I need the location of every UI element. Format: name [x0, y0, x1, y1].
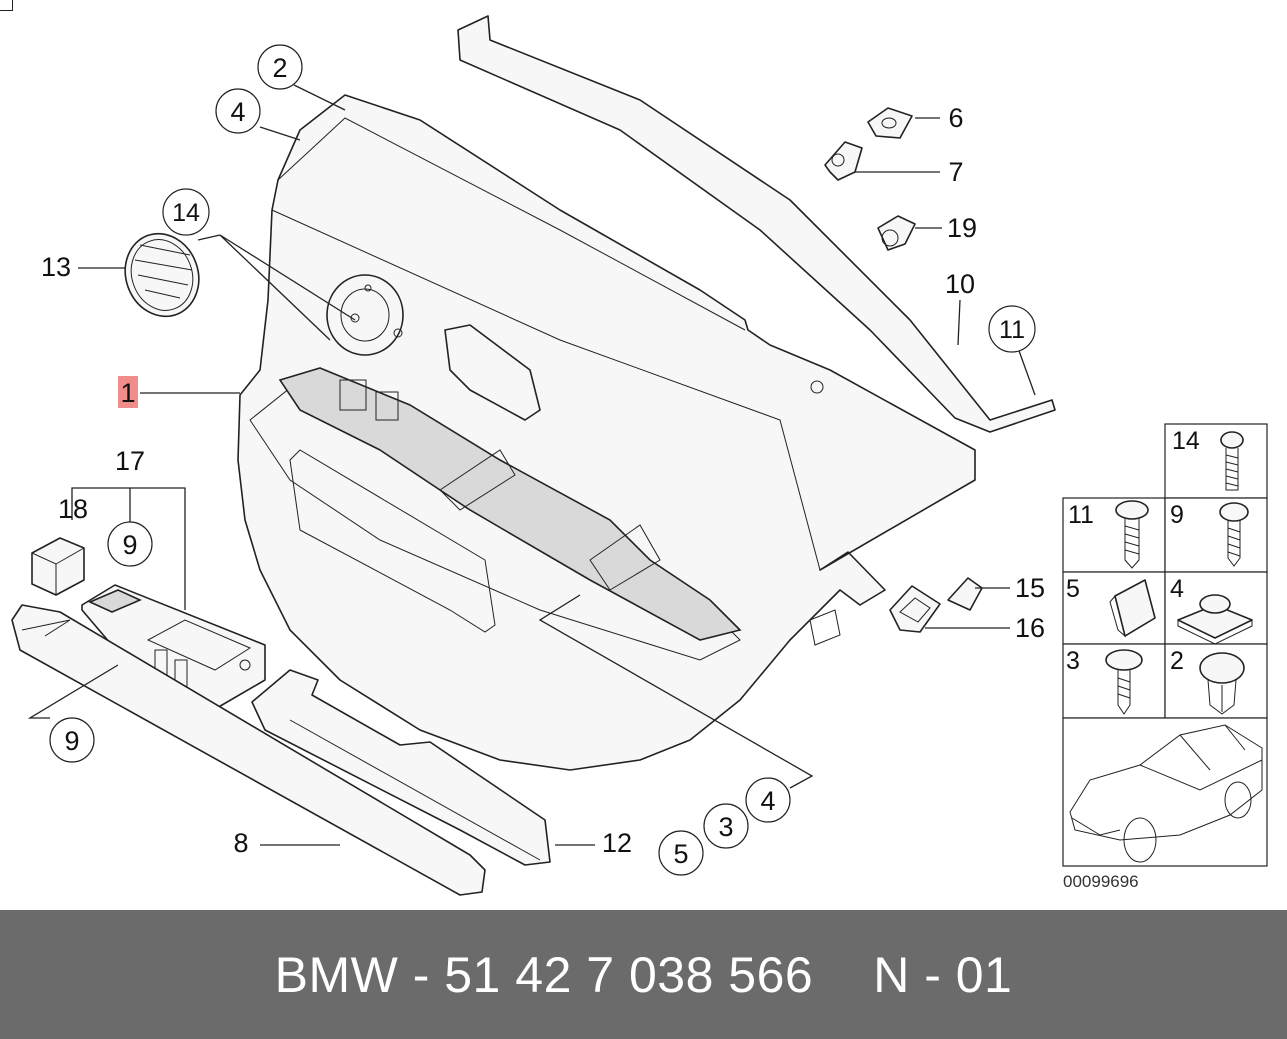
- corner-mark: [0, 0, 13, 11]
- table-label-2: 2: [1170, 647, 1184, 675]
- part-number-text: BMW - 51 42 7 038 566: [274, 946, 814, 1003]
- callout-9-lower: 9: [49, 717, 95, 763]
- callout-4-top: 4: [215, 88, 261, 134]
- fastener-table: 14 11 9 5 4 3 2: [1062, 423, 1268, 867]
- label-12: 12: [602, 828, 632, 858]
- callout-4-bottom: 4: [745, 777, 791, 823]
- window-switch-panel: [81, 584, 266, 713]
- table-label-5: 5: [1066, 575, 1080, 603]
- label-8: 8: [233, 828, 248, 858]
- armrest-part: [251, 669, 551, 866]
- svg-text:2: 2: [272, 53, 287, 83]
- window-strip-part: [457, 15, 1056, 433]
- label-18: 18: [58, 494, 88, 524]
- lower-trim-strip: [11, 604, 486, 896]
- table-label-11: 11: [1068, 501, 1094, 529]
- clip-nut-icon: [1177, 594, 1253, 645]
- plug-icon: [1109, 579, 1156, 638]
- screw-icon: [1220, 431, 1244, 491]
- svg-text:1: 1: [120, 378, 135, 408]
- label-7: 7: [948, 157, 963, 187]
- table-label-9: 9: [1170, 501, 1184, 529]
- position-text: N - 01: [873, 946, 1013, 1003]
- svg-text:5: 5: [673, 839, 688, 869]
- svg-text:4: 4: [230, 97, 245, 127]
- callout-2: 2: [257, 44, 303, 90]
- self-tapping-screw-icon: [1219, 502, 1249, 567]
- svg-text:4: 4: [760, 786, 775, 816]
- label-1: 1: [118, 376, 138, 408]
- car-sketch-icon: [1069, 724, 1263, 863]
- svg-text:11: 11: [999, 316, 1025, 344]
- label-13: 13: [41, 252, 71, 282]
- table-label-3: 3: [1066, 647, 1080, 675]
- label-16: 16: [1015, 613, 1045, 643]
- table-label-14: 14: [1172, 427, 1200, 455]
- self-tapping-screw-icon: [1115, 500, 1149, 569]
- svg-text:3: 3: [718, 812, 733, 842]
- part-number-banner: BMW - 51 42 7 038 566 N - 01: [0, 910, 1287, 1039]
- label-19: 19: [947, 213, 977, 243]
- label-6: 6: [948, 103, 963, 133]
- reference-code: 00099696: [1063, 872, 1139, 891]
- svg-text:14: 14: [172, 199, 200, 227]
- expanding-clip-icon: [1199, 652, 1245, 715]
- cube-part: [31, 537, 85, 596]
- callout-3: 3: [703, 803, 749, 849]
- washer-screw-icon: [1105, 649, 1143, 715]
- parts-diagram: 1 2 4 14 13 6 7 19 10 11 17 18 9 9 15 16…: [11, 15, 1268, 896]
- label-10: 10: [945, 269, 975, 299]
- svg-text:9: 9: [122, 530, 137, 560]
- label-17: 17: [115, 446, 145, 476]
- table-label-4: 4: [1170, 575, 1184, 603]
- callout-5: 5: [658, 830, 704, 876]
- callout-14: 14: [162, 188, 210, 236]
- callout-9-upper: 9: [107, 521, 153, 567]
- door-trim-panel: [237, 94, 976, 771]
- callout-11: 11: [988, 305, 1036, 353]
- svg-text:9: 9: [64, 726, 79, 756]
- label-15: 15: [1015, 573, 1045, 603]
- clip-parts: [824, 107, 916, 251]
- switch-cover-parts: [889, 577, 983, 633]
- leader-lines: [27, 84, 1036, 846]
- speaker-grille-part: [124, 232, 200, 318]
